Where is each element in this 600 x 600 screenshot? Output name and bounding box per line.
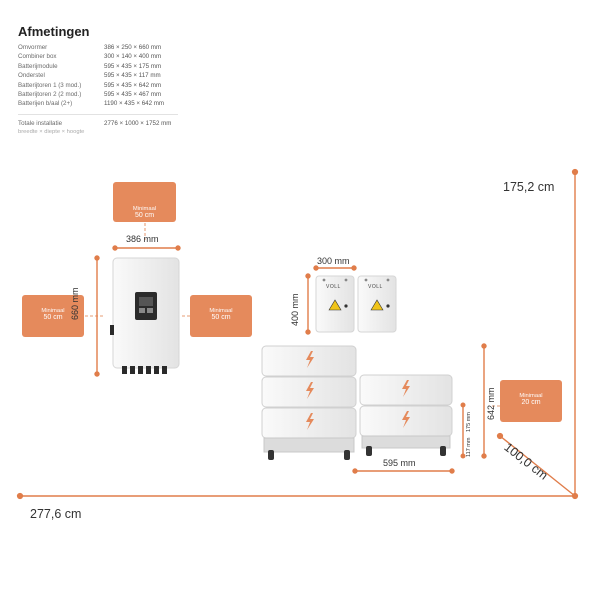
clearance-zone-right: Minimaal 50 cm (190, 295, 252, 337)
base-height-label: 117 mm (466, 437, 472, 457)
box-width-label: 300 mm (317, 256, 350, 266)
battery-tower-1 (261, 345, 357, 460)
spec-row: Batterijen b/aal (2+)1190 × 435 × 642 mm (18, 100, 165, 108)
tower-height-label: 642 mm (486, 387, 496, 420)
box-height-label: 400 mm (290, 293, 300, 326)
spec-note: breedte × diepte × hoogte (18, 129, 85, 136)
spec-row: Batterijtoren 1 (3 mod.)595 × 435 × 642 … (18, 81, 162, 89)
battery-width-label: 595 mm (383, 458, 416, 468)
inverter-width-label: 386 mm (126, 234, 159, 244)
clearance-zone-left: Minimaal 50 cm (22, 295, 84, 337)
battery-tower-2 (359, 374, 453, 456)
combiner-box (357, 275, 397, 333)
inverter-unit (110, 257, 180, 374)
total-width-label: 277,6 cm (30, 507, 82, 521)
spec-row: Batterijtoren 2 (2 mod.)595 × 435 × 467 … (18, 90, 162, 98)
brand-label: VOLL (326, 284, 341, 290)
page-title: Afmetingen (18, 24, 90, 39)
combiner-box (315, 275, 355, 333)
divider (18, 113, 178, 115)
module-height-label: 175 mm (466, 412, 472, 432)
brand-label: VOLL (368, 284, 383, 290)
clearance-zone-top: Minimaal 50 cm (113, 182, 176, 222)
total-height-label: 175,2 cm (503, 180, 555, 194)
inverter-height-label: 660 mm (70, 287, 80, 320)
clearance-zone-battery: Minimaal 20 cm (500, 380, 562, 422)
